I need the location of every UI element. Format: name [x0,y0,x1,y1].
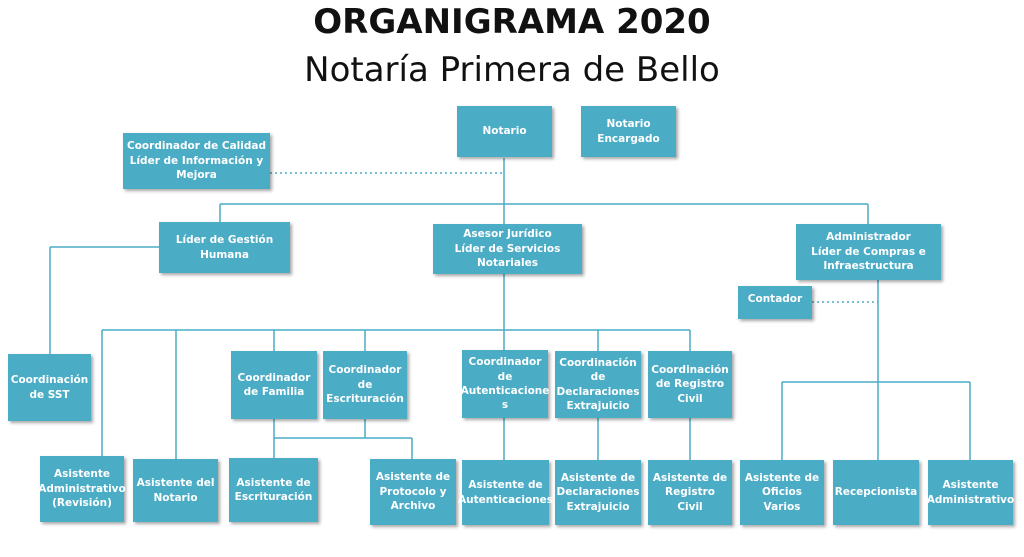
box-lider-gestion-humana[interactable]: Líder de Gestión Humana [159,222,290,273]
box-recepcionista[interactable]: Recepcionista [833,460,919,525]
box-contador[interactable]: Contador [738,286,812,319]
chart-subtitle: Notaría Primera de Bello [304,50,720,90]
box-asistente-declaraciones[interactable]: Asistente de Declaraciones Extrajuicio [555,460,641,525]
box-coordinacion-sst[interactable]: Coordinación de SST [8,354,91,421]
box-asistente-autenticaciones[interactable]: Asistente de Autenticaciones [458,460,553,525]
box-coordinacion-registro-civil[interactable]: Coordinación de Registro Civil [648,351,732,418]
box-notario[interactable]: Notario [457,106,552,157]
box-coordinador-familia[interactable]: Coordinador de Familia [231,351,317,419]
box-asesor-juridico[interactable]: Asesor Jurídico Líder de Servicios Notar… [433,224,582,274]
box-notario-encargado[interactable]: Notario Encargado [581,106,676,157]
box-coordinador-escrituracion[interactable]: Coordinador de Escrituración [323,351,407,419]
box-asistente-oficios-varios[interactable]: Asistente de Oficios Varios [740,460,824,525]
box-administrador[interactable]: Administrador Líder de Compras e Infraes… [796,224,941,280]
box-asistente-notario[interactable]: Asistente del Notario [133,459,218,522]
box-asistente-administrativo-revision[interactable]: Asistente Administrativo (Revisión) [38,456,126,522]
chart-title: ORGANIGRAMA 2020 [313,2,711,42]
box-asistente-administrativo[interactable]: Asistente Administrativo [927,460,1014,525]
box-coordinacion-declaraciones[interactable]: Coordinación de Declaraciones Extrajuici… [555,351,641,418]
box-asistente-registro-civil[interactable]: Asistente de Registro Civil [648,460,732,525]
box-coordinador-autenticaciones[interactable]: Coordinador de Autenticacione s [461,350,549,418]
box-asistente-escrituracion[interactable]: Asistente de Escrituración [229,458,318,522]
box-asistente-protocolo[interactable]: Asistente de Protocolo y Archivo [370,459,456,525]
box-coordinador-calidad[interactable]: Coordinador de Calidad Líder de Informac… [123,133,270,189]
